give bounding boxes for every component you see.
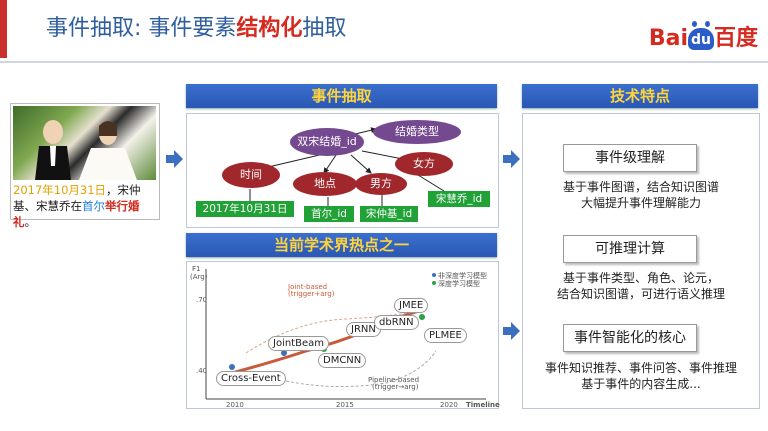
model-jmee: JMEE — [394, 298, 429, 313]
female-role-node: 女方 — [395, 152, 453, 176]
x-tick-2020: 2020 — [440, 401, 458, 409]
logo-text-bai: Bai — [648, 26, 688, 51]
feature-desc-core-2: 基于事件的内容生成... — [581, 377, 701, 391]
logo-text-cn: 百度 — [713, 26, 758, 51]
feature-desc-event-level-1: 基于事件图谱，结合知识图谱 — [562, 180, 719, 194]
legend-non-deep: 非深度学习模型 — [438, 272, 487, 280]
caption-groom: 宋仲基 — [13, 183, 141, 213]
female-value: 宋慧乔_id — [428, 191, 490, 207]
model-dmcnn: DMCNN — [318, 353, 367, 368]
pipeline-based-sub: (trigger→arg) — [372, 383, 419, 391]
event-type-node: 结婚类型 — [373, 120, 461, 144]
title-highlight: 结构化 — [236, 16, 303, 41]
male-role-node: 男方 — [355, 173, 407, 195]
caption-place: 首尔 — [82, 199, 105, 213]
title-accent-bar — [0, 0, 7, 58]
feature-title-reasoning: 可推理计算 — [563, 235, 697, 263]
features-header: 技术特点 — [522, 84, 758, 108]
caption-text: 在 — [70, 199, 83, 213]
y-axis-unit: (Arg) — [190, 273, 208, 281]
hotspot-header: 当前学术界热点之一 — [186, 233, 497, 257]
feature-title-event-level: 事件级理解 — [563, 144, 697, 172]
caption-end: 。 — [24, 215, 37, 229]
title-prefix: 事件抽取: 事件要素 — [46, 16, 237, 41]
extraction-header: 事件抽取 — [186, 84, 497, 108]
pipeline-based-label: Pipeline-based — [368, 376, 420, 384]
feature-title-core: 事件智能化的核心 — [563, 324, 697, 352]
title-suffix: 抽取 — [302, 16, 347, 41]
model-jointbeam: JointBeam — [268, 336, 329, 351]
caption-sep: ， — [106, 183, 118, 197]
flow-arrow-icon — [503, 322, 520, 340]
time-value: 2017年10月31日 — [196, 201, 294, 217]
y-tick-40: .40 — [196, 367, 208, 375]
caption-event: 举行婚礼 — [13, 199, 140, 229]
model-dbrnn: dbRNN — [374, 315, 419, 330]
model-plmee: PLMEE — [424, 328, 467, 343]
caption-date: 2017年10月31日 — [13, 183, 107, 197]
feature-desc-event-level-2: 大幅提升事件理解能力 — [580, 196, 701, 210]
caption-sep: 、 — [24, 199, 37, 213]
header-divider — [0, 61, 768, 63]
event-id-node: 双宋结婚_id — [290, 128, 364, 156]
feature-desc-core-1: 事件知识推荐、事件问答、事件推理 — [544, 361, 737, 375]
caption-bride: 宋慧乔 — [36, 199, 71, 213]
x-tick-2015: 2015 — [336, 401, 354, 409]
page-title: 事件抽取: 事件要素结构化抽取 — [46, 10, 346, 42]
y-tick-70: .70 — [196, 296, 208, 304]
male-value: 宋仲基_id — [360, 206, 418, 222]
news-caption: 2017年10月31日，宋仲基、宋慧乔在首尔举行婚礼。 — [13, 182, 158, 230]
time-role-node: 时间 — [222, 162, 280, 188]
model-cross-event: Cross-Event — [216, 371, 286, 386]
x-axis-label: Timeline — [466, 401, 500, 409]
location-value: 首尔_id — [304, 206, 354, 222]
wedding-photo — [13, 106, 156, 180]
flow-arrow-icon — [166, 150, 183, 168]
feature-desc-reasoning-1: 基于事件类型、角色、论元， — [562, 271, 719, 285]
y-axis-label: F1 — [192, 265, 201, 273]
flow-arrow-icon — [503, 150, 520, 168]
joint-based-label: Joint-based — [288, 283, 328, 291]
x-tick-2010: 2010 — [226, 401, 244, 409]
legend-deep: 深度学习模型 — [438, 280, 480, 288]
joint-based-sub: (trigger+arg) — [288, 290, 335, 298]
location-role-node: 地点 — [293, 172, 357, 196]
feature-desc-reasoning-2: 结合知识图谱，可进行语义推理 — [556, 287, 725, 301]
logo-paw-icon: du — [687, 21, 714, 50]
